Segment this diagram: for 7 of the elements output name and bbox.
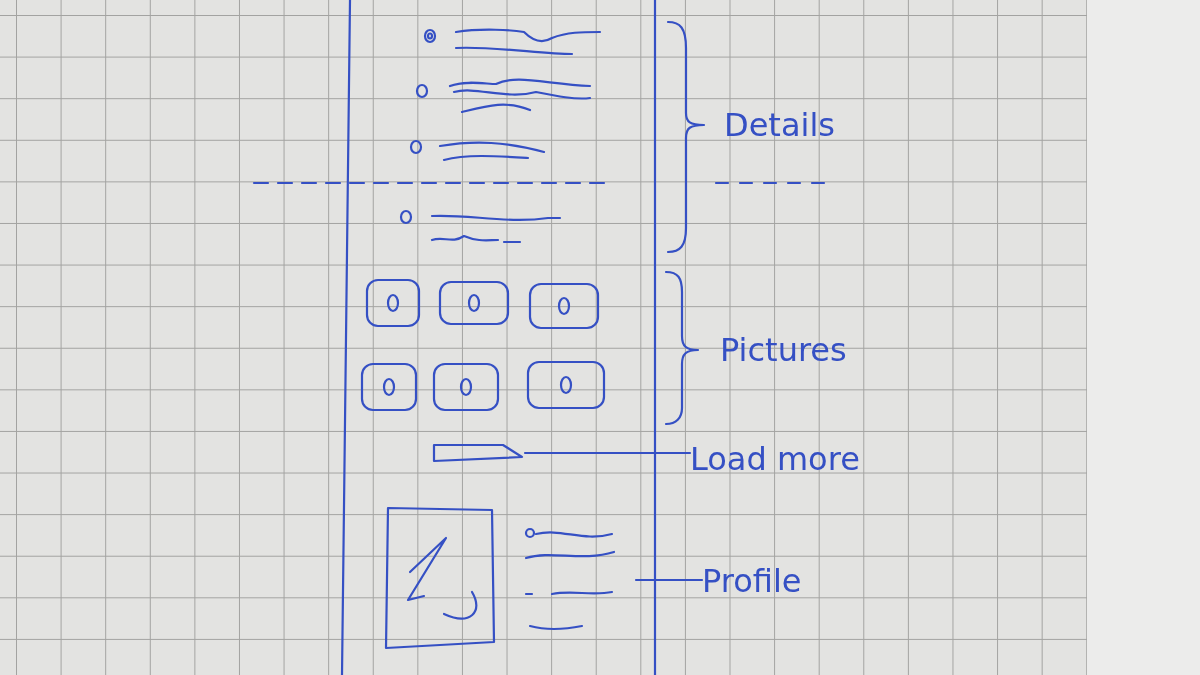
section-label: Pictures xyxy=(720,331,847,369)
leader-line xyxy=(634,578,704,582)
button-placeholder xyxy=(431,442,525,464)
section-label: Details xyxy=(724,106,835,144)
leader-line xyxy=(523,451,692,455)
callout-label: Profile xyxy=(702,562,802,600)
callout-label: Load more xyxy=(690,440,860,478)
